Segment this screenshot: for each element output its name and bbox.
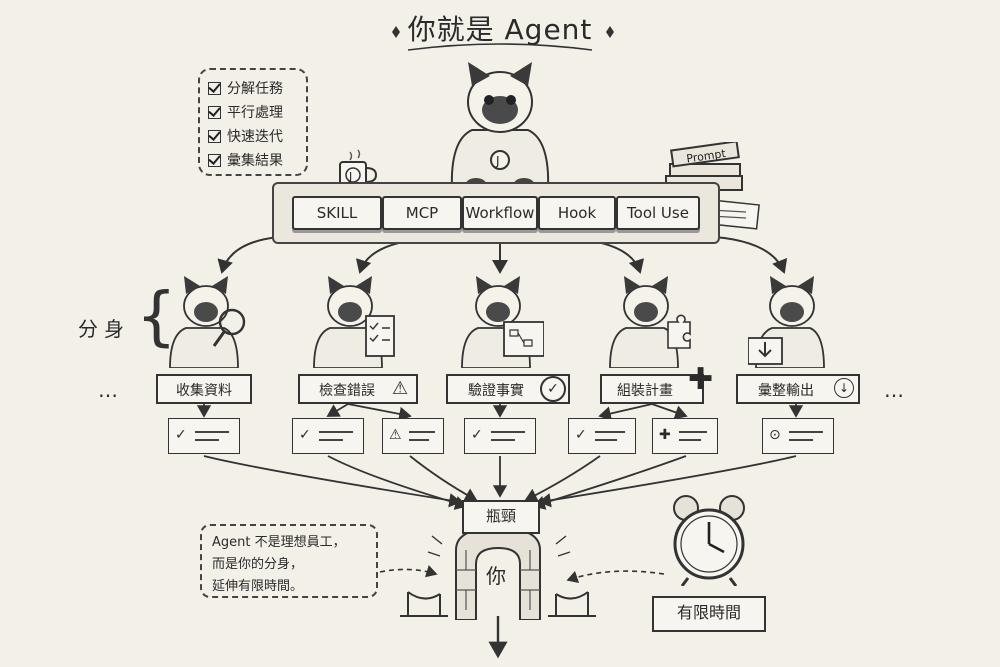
check-icon: ✓ [299, 427, 311, 443]
main-cat-agent-icon: J [450, 62, 550, 190]
note-line: Agent 不是理想員工， [212, 535, 346, 550]
alarm-clock-icon [673, 495, 745, 586]
tool-mcp: MCP [382, 196, 462, 230]
subagent-label-check: 檢查錯誤 [298, 374, 418, 404]
checkbox-icon [208, 129, 221, 143]
check-icon: ✓ [175, 427, 187, 443]
warning-icon: ⚠ [392, 378, 409, 399]
ellipsis-right: … [884, 378, 906, 402]
result-card: ✚ [652, 418, 718, 454]
book-label: Prompt [686, 147, 728, 165]
result-card: ✓ [568, 418, 636, 454]
you-label: 你 [486, 564, 506, 588]
subagent-label-assemble: 組裝計畫 [600, 374, 704, 404]
check-circle-icon: ✓ [540, 376, 566, 402]
checkbox-icon [208, 153, 221, 167]
result-card: ✓ [168, 418, 240, 454]
tool-tool-use: Tool Use [616, 196, 700, 230]
limited-time-label: 有限時間 [652, 596, 766, 632]
subagent-cat-icon [313, 276, 395, 368]
checklist-item: 彙集結果 [208, 148, 298, 172]
clones-label: 分身 [78, 317, 130, 341]
tool-skill: SKILL [292, 196, 382, 230]
result-card: ⚠ [382, 418, 444, 454]
goals-checklist: 分解任務 平行處理 快速迭代 彙集結果 [198, 68, 308, 176]
checklist-item: 快速迭代 [208, 124, 298, 148]
subagent-cat-icon [169, 276, 246, 368]
subagent-cat-icon [609, 276, 691, 368]
note-line: 延伸有限時間。 [212, 579, 304, 594]
check-icon: ✓ [575, 427, 587, 443]
medal-letter: J [495, 154, 500, 168]
note-line: 而是你的分身， [212, 557, 304, 572]
checkbox-icon [208, 105, 221, 119]
result-card: ✓ [464, 418, 536, 454]
subagent-cat-icon [748, 276, 825, 368]
checklist-item-label: 彙集結果 [227, 153, 283, 169]
subagent-cat-icon [461, 276, 544, 368]
checklist-item: 平行處理 [208, 100, 298, 124]
download-icon: ⊙ [769, 427, 781, 443]
svg-text:J: J [348, 170, 352, 183]
result-card: ⊙ [762, 418, 834, 454]
tool-hook: Hook [538, 196, 616, 230]
tool-workflow: Workflow [462, 196, 538, 230]
puzzle-icon: ✚ [688, 362, 714, 397]
checkbox-icon [208, 81, 221, 95]
warning-icon: ⚠ [389, 427, 402, 443]
quote-note: Agent 不是理想員工， 而是你的分身， 延伸有限時間。 [200, 524, 378, 598]
checklist-item: 分解任務 [208, 76, 298, 100]
checklist-item-label: 分解任務 [227, 81, 283, 97]
ellipsis-left: … [98, 378, 120, 402]
puzzle-icon: ✚ [659, 427, 671, 443]
checklist-item-label: 快速迭代 [227, 129, 283, 145]
bottleneck-sign: 瓶頸 [462, 500, 540, 534]
checklist-item-label: 平行處理 [227, 105, 283, 121]
download-icon: ↓ [834, 378, 854, 398]
result-card: ✓ [292, 418, 364, 454]
check-icon: ✓ [471, 427, 483, 443]
subagent-label-collect: 收集資料 [156, 374, 252, 404]
brace-icon: { [136, 280, 177, 354]
diagram-title: 你就是 Agent [407, 13, 593, 46]
